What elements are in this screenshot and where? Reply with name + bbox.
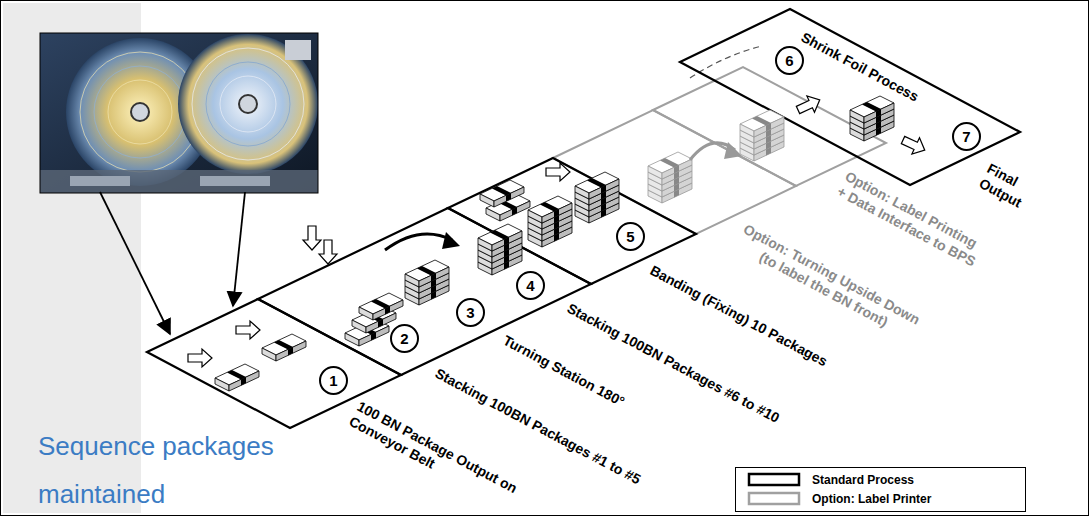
option-package-group [648,110,784,203]
package-group [303,180,530,346]
legend-sample [749,474,799,485]
callout-number: 2 [400,330,408,347]
callout-number: 6 [785,52,793,69]
station-outline [680,9,1020,185]
callout-number: 3 [466,304,474,321]
callout-number: 4 [526,277,534,294]
step-circle: 4 [516,271,545,300]
photo-pointer [100,192,170,334]
legend-text: Option: Label Printer [812,492,931,506]
package-group [528,163,619,247]
step-circle: 2 [390,324,419,353]
package-group [188,321,306,391]
callout-number: 1 [329,372,337,389]
machine-photo [40,33,318,193]
callout-number: 7 [962,128,970,145]
legend-sample [749,493,799,504]
callout-number: 5 [626,228,634,245]
option-station [553,110,796,234]
step-circle: 6 [775,46,804,75]
station-label: Turning Station 180° [500,332,627,411]
step-circle: 3 [456,298,485,327]
step-circle: 7 [952,122,981,151]
photo-pointer [233,192,245,306]
side-caption: Sequence packages maintained [38,422,338,516]
station-label: Shrink Foil Process [798,29,921,105]
station-label: Final Output [976,160,1047,219]
step-circle: 1 [319,366,348,395]
legend-box [736,468,1026,512]
legend-text: Standard Process [812,473,914,487]
step-circle: 5 [616,222,645,251]
